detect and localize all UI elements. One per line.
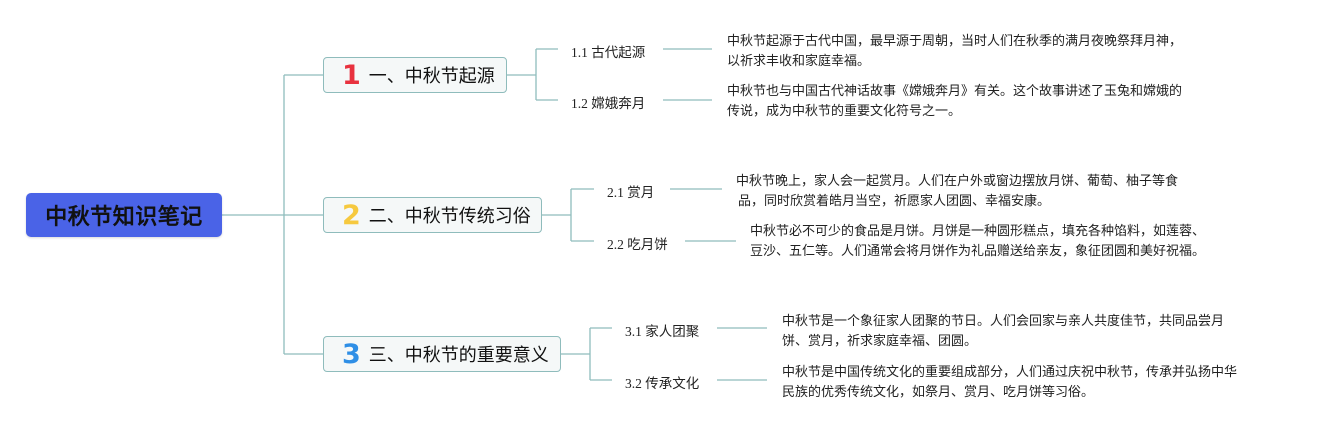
branch-number-1: 1 bbox=[342, 59, 361, 91]
description-line: 饼、赏月，祈求家庭幸福、团圆。 bbox=[782, 334, 978, 349]
branch-node-3[interactable]: 3 三、中秋节的重要意义 bbox=[323, 336, 561, 372]
subtopic-2-1[interactable]: 2.1 赏月 bbox=[607, 185, 655, 200]
subtopic-2-2-description: 中秋节必不可少的食品是月饼。月饼是一种圆形糕点，填充各种馅料，如莲蓉、 豆沙、五… bbox=[750, 222, 1205, 262]
branch-node-2[interactable]: 2 二、中秋节传统习俗 bbox=[323, 197, 542, 233]
description-line: 中秋节也与中国古代神话故事《嫦娥奔月》有关。这个故事讲述了玉兔和嫦娥的 bbox=[727, 84, 1183, 99]
description-line: 中秋节是中国传统文化的重要组成部分，人们通过庆祝中秋节，传承并弘扬中华 bbox=[782, 365, 1238, 380]
root-node-label: 中秋节知识笔记 bbox=[45, 205, 203, 230]
branch-number-2: 2 bbox=[342, 199, 361, 231]
description-line: 品，同时欣赏着皓月当空，祈愿家人团圆、幸福安康。 bbox=[738, 194, 1051, 209]
subtopic-3-2[interactable]: 3.2 传承文化 bbox=[625, 376, 700, 391]
branch-number-3: 3 bbox=[342, 338, 361, 370]
description-line: 中秋节起源于古代中国，最早源于周朝，当时人们在秋季的满月夜晚祭拜月神， bbox=[727, 34, 1183, 49]
subtopic-3-1[interactable]: 3.1 家人团聚 bbox=[625, 324, 700, 339]
branch-label-1: 一、中秋节起源 bbox=[368, 66, 495, 87]
subtopic-1-1-description: 中秋节起源于古代中国，最早源于周朝，当时人们在秋季的满月夜晚祭拜月神， 以祈求丰… bbox=[727, 32, 1182, 72]
subtopic-1-2[interactable]: 1.2 嫦娥奔月 bbox=[571, 96, 646, 111]
description-line: 中秋节必不可少的食品是月饼。月饼是一种圆形糕点，填充各种馅料，如莲蓉、 bbox=[750, 224, 1206, 239]
subtopic-2-2[interactable]: 2.2 吃月饼 bbox=[607, 237, 668, 252]
description-line: 民族的优秀传统文化，如祭月、赏月、吃月饼等习俗。 bbox=[782, 385, 1095, 400]
description-line: 中秋节是一个象征家人团聚的节日。人们会回家与亲人共度佳节，共同品尝月 bbox=[782, 314, 1225, 329]
description-line: 豆沙、五仁等。人们通常会将月饼作为礼品赠送给亲友，象征团圆和美好祝福。 bbox=[750, 244, 1206, 259]
description-line: 以祈求丰收和家庭幸福。 bbox=[727, 54, 871, 69]
subtopic-3-1-description: 中秋节是一个象征家人团聚的节日。人们会回家与亲人共度佳节，共同品尝月 饼、赏月，… bbox=[782, 312, 1224, 352]
subtopic-2-1-description: 中秋节晚上，家人会一起赏月。人们在户外或窗边摆放月饼、葡萄、柚子等食 品，同时欣… bbox=[736, 172, 1178, 212]
subtopic-3-2-description: 中秋节是中国传统文化的重要组成部分，人们通过庆祝中秋节，传承并弘扬中华 民族的优… bbox=[782, 363, 1237, 403]
root-node[interactable]: 中秋节知识笔记 bbox=[26, 193, 222, 237]
description-line: 传说，成为中秋节的重要文化符号之一。 bbox=[727, 104, 962, 119]
branch-node-1[interactable]: 1 一、中秋节起源 bbox=[323, 57, 507, 93]
description-line: 中秋节晚上，家人会一起赏月。人们在户外或窗边摆放月饼、葡萄、柚子等食 bbox=[736, 174, 1179, 189]
subtopic-1-1[interactable]: 1.1 古代起源 bbox=[571, 45, 646, 60]
branch-label-2: 二、中秋节传统习俗 bbox=[368, 206, 531, 227]
subtopic-1-2-description: 中秋节也与中国古代神话故事《嫦娥奔月》有关。这个故事讲述了玉兔和嫦娥的 传说，成… bbox=[727, 82, 1182, 122]
branch-label-3: 三、中秋节的重要意义 bbox=[368, 345, 549, 366]
